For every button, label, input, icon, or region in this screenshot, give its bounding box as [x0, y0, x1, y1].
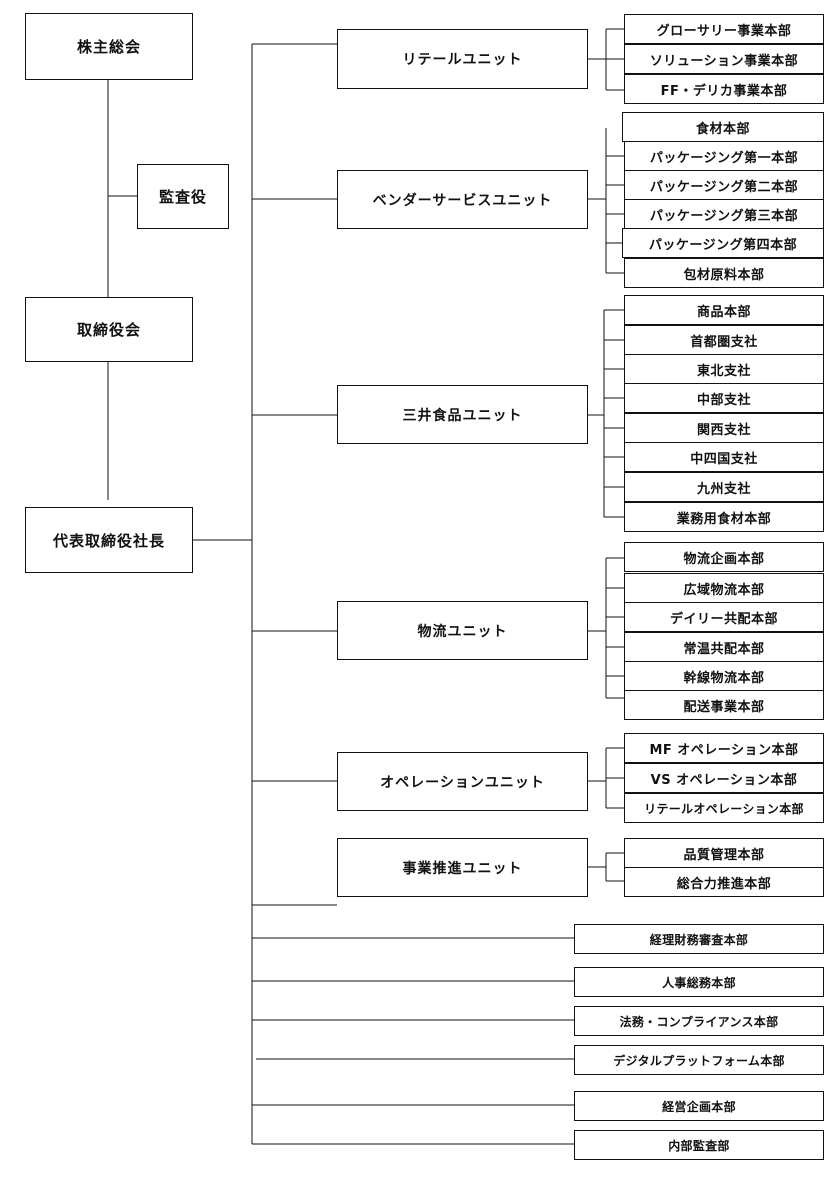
- department-box: グローサリー事業本部: [624, 14, 824, 44]
- auditor-box: 監査役: [137, 164, 229, 229]
- unit-box-retail: リテールユニット: [337, 29, 588, 89]
- department-box: デイリー共配本部: [624, 602, 824, 632]
- department-box: 中部支社: [624, 383, 824, 413]
- unit-box-mitsui-foods: 三井食品ユニット: [337, 385, 588, 444]
- department-box: パッケージング第一本部: [624, 141, 824, 171]
- department-box: 幹線物流本部: [624, 661, 824, 691]
- staff-department-box: 経営企画本部: [574, 1091, 824, 1121]
- department-box: 業務用食材本部: [624, 502, 824, 532]
- staff-department-box: 法務・コンプライアンス本部: [574, 1006, 824, 1036]
- unit-box-operation: オペレーションユニット: [337, 752, 588, 811]
- board-of-directors-box: 取締役会: [25, 297, 193, 362]
- department-box: 物流企画本部: [624, 542, 824, 572]
- department-box: パッケージング第四本部: [622, 228, 824, 258]
- president-box: 代表取締役社長: [25, 507, 193, 573]
- department-box: 品質管理本部: [624, 838, 824, 868]
- department-box: リテールオペレーション本部: [624, 793, 824, 823]
- department-box: 包材原料本部: [624, 258, 824, 288]
- staff-department-box: 内部監査部: [574, 1130, 824, 1160]
- department-box: 九州支社: [624, 472, 824, 502]
- department-box: FF・デリカ事業本部: [624, 74, 824, 104]
- department-box: 関西支社: [624, 413, 824, 443]
- unit-box-logistics: 物流ユニット: [337, 601, 588, 660]
- unit-box-business-promotion: 事業推進ユニット: [337, 838, 588, 897]
- department-box: MF オペレーション本部: [624, 733, 824, 763]
- department-box: 常温共配本部: [624, 632, 824, 662]
- staff-department-box: 人事総務本部: [574, 967, 824, 997]
- shareholders-meeting-box: 株主総会: [25, 13, 193, 80]
- department-box: 総合力推進本部: [624, 867, 824, 897]
- department-box: ソリューション事業本部: [624, 44, 824, 74]
- department-box: 商品本部: [624, 295, 824, 325]
- department-box: 中四国支社: [624, 442, 824, 472]
- department-box: パッケージング第二本部: [624, 170, 824, 200]
- department-box: 配送事業本部: [624, 690, 824, 720]
- staff-department-box: デジタルプラットフォーム本部: [574, 1045, 824, 1075]
- department-box: VS オペレーション本部: [624, 763, 824, 793]
- staff-department-box: 経理財務審査本部: [574, 924, 824, 954]
- department-box: 広域物流本部: [624, 573, 824, 603]
- department-box: パッケージング第三本部: [624, 199, 824, 229]
- department-box: 東北支社: [624, 354, 824, 384]
- unit-box-vendor-service: ベンダーサービスユニット: [337, 170, 588, 229]
- department-box: 食材本部: [622, 112, 824, 142]
- department-box: 首都圏支社: [624, 325, 824, 355]
